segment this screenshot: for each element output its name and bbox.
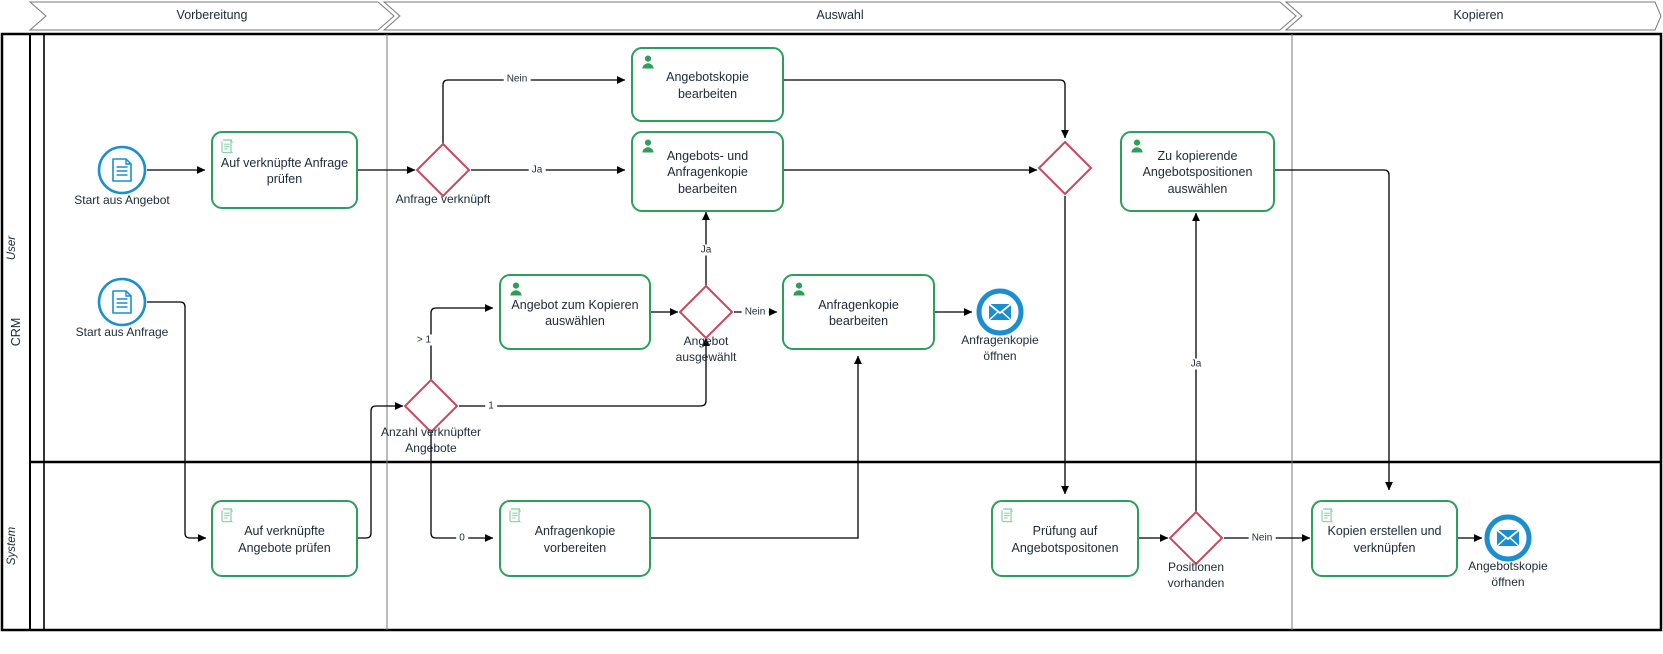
user-task-icon	[1129, 138, 1145, 154]
flow-label-gt1-anzahl-angebote: > 1	[413, 334, 435, 346]
user-task-icon	[640, 138, 656, 154]
gateway-label-line: Angebot	[683, 334, 729, 348]
flow-label-nein-angebot-ausgewaehlt: Nein	[741, 306, 769, 318]
task-label-line: Anfragenkopie	[534, 524, 616, 538]
task-label-line: Angebots- und	[666, 148, 749, 163]
script-task-icon	[1320, 507, 1336, 523]
gateway-label-line: ausgewählt	[675, 349, 737, 364]
gateway-positionen-vorhanden	[1168, 510, 1224, 566]
task-label-line: Prüfung auf	[1032, 524, 1098, 538]
event-start-aus-angebot-shape	[97, 145, 147, 195]
task-label-line: Angebotspositonen	[1011, 540, 1119, 555]
script-task-icon	[508, 507, 524, 523]
gateway-angebot-ausgewaehlt	[678, 284, 734, 340]
user-task-icon	[508, 281, 524, 297]
phase-header-bars	[28, 1, 1662, 31]
pool-frame	[0, 32, 1663, 632]
flow-label-nein-positionen-vorhanden: Nein	[1248, 532, 1276, 544]
event-start-aus-anfrage-shape	[97, 277, 147, 327]
gateway-label-line: Anzahl verknüpfter	[380, 425, 482, 439]
task-label-line: Angebote prüfen	[238, 540, 331, 555]
task-label-line: bearbeiten	[677, 181, 738, 196]
gateway-label-line: Positionen	[1167, 560, 1225, 574]
task-label-line: Kopien erstellen und	[1327, 524, 1442, 538]
gateway-anfrage-verknuepft	[415, 142, 471, 198]
event-end-angebotskopie-oeffnen-shape	[1484, 514, 1532, 562]
event-label-end-anfragenkopie-oeffnen: Anfragenkopie öffnen	[925, 333, 1075, 364]
task-label-line: Anfragenkopie	[667, 165, 748, 180]
flow-label-ja-anfrage-verknuepft: Ja	[528, 164, 546, 176]
task-anfragenkopie-vorbereiten[interactable]: Anfragenkopie vorbereiten	[499, 500, 651, 577]
lane-label-system: System	[6, 526, 18, 566]
event-end-anfragenkopie-oeffnen-shape	[976, 288, 1024, 336]
task-label-line: Angebotskopie	[666, 70, 749, 84]
task-label-line: verknüpfen	[1353, 540, 1416, 555]
task-label-line: prüfen	[266, 172, 303, 186]
flow-label-ja-positionen-vorhanden: Ja	[1187, 358, 1205, 370]
script-task-icon	[220, 507, 236, 523]
user-task-icon	[640, 54, 656, 70]
task-pruefung-auf-angebotspositonen[interactable]: Prüfung auf Angebotspositonen	[991, 500, 1139, 577]
event-label-start-aus-angebot: Start aus Angebot	[74, 193, 170, 207]
gateway-label-anzahl-verknuepfter-angebote: Anzahl verknüpfter Angebote	[341, 425, 521, 456]
event-label-start-aus-anfrage: Start aus Anfrage	[75, 325, 169, 339]
task-auf-verknuepfte-anfrage-pruefen[interactable]: Auf verknüpfte Anfrage prüfen	[211, 131, 358, 209]
event-label-line: öffnen	[983, 348, 1017, 363]
flow-label-ja-angebot-ausgewaehlt: Ja	[697, 244, 715, 256]
flow-label-0-anzahl-angebote: 0	[456, 532, 468, 544]
task-label-line: bearbeiten	[828, 314, 889, 328]
gateway-label-positionen-vorhanden: Positionen vorhanden	[1121, 560, 1271, 591]
task-angebot-zum-kopieren-auswaehlen[interactable]: Angebot zum Kopieren auswählen	[499, 274, 651, 350]
task-label-line: Angebot zum Kopieren	[511, 297, 639, 312]
task-label-line: Zu kopierende	[1157, 148, 1238, 163]
user-task-icon	[791, 281, 807, 297]
script-task-icon	[220, 138, 236, 154]
gateway-label-line: Angebote	[405, 440, 457, 455]
task-label-line: Angebotspositionen	[1142, 165, 1253, 180]
lane-label-user: User	[6, 235, 18, 261]
task-anfragenkopie-bearbeiten[interactable]: Anfragenkopie bearbeiten	[782, 274, 935, 350]
task-label-line: Anfragenkopie	[818, 297, 899, 312]
gateway-label-anfrage-verknuepft: Anfrage verknüpft	[395, 192, 491, 206]
task-label-line: Auf verknüpfte	[244, 524, 325, 538]
flow-label-1-anzahl-angebote: 1	[485, 400, 497, 412]
task-label-line: vorbereiten	[543, 540, 607, 555]
task-label-line: Auf verknüpfte Anfrage	[220, 155, 349, 170]
gateway-shapes	[403, 140, 1224, 566]
task-label-line: auswählen	[1167, 181, 1228, 196]
gateway-anzahl-verknuepfter-angebote	[403, 378, 459, 434]
task-label-line: auswählen	[545, 314, 605, 328]
task-auf-verknuepfte-angebote-pruefen[interactable]: Auf verknüpfte Angebote prüfen	[211, 500, 358, 577]
event-label-line: öffnen	[1491, 574, 1525, 589]
script-task-icon	[1000, 507, 1016, 523]
event-label-end-angebotskopie-oeffnen: Angebotskopie öffnen	[1433, 559, 1583, 590]
task-zu-kopierende-angebotspositionen-auswaehlen[interactable]: Zu kopierende Angebotspositionen auswähl…	[1120, 131, 1275, 212]
task-angebotskopie-bearbeiten[interactable]: Angebotskopie bearbeiten	[631, 47, 784, 122]
gateway-label-line: vorhanden	[1167, 575, 1225, 590]
gateway-label-angebot-ausgewaehlt: Angebot ausgewählt	[626, 334, 786, 365]
gateway-merge-user	[1037, 140, 1093, 196]
flow-label-nein-anfrage-verknuepft: Nein	[503, 73, 531, 85]
task-angebots-und-anfragenkopie-bearbeiten[interactable]: Angebots- und Anfragenkopie bearbeiten	[631, 131, 784, 212]
task-label-line: bearbeiten	[677, 86, 738, 101]
event-label-line: Anfragenkopie	[961, 333, 1039, 347]
event-label-line: Angebotskopie	[1468, 559, 1548, 573]
task-kopien-erstellen-und-verknuepfen[interactable]: Kopien erstellen und verknüpfen	[1311, 500, 1458, 577]
